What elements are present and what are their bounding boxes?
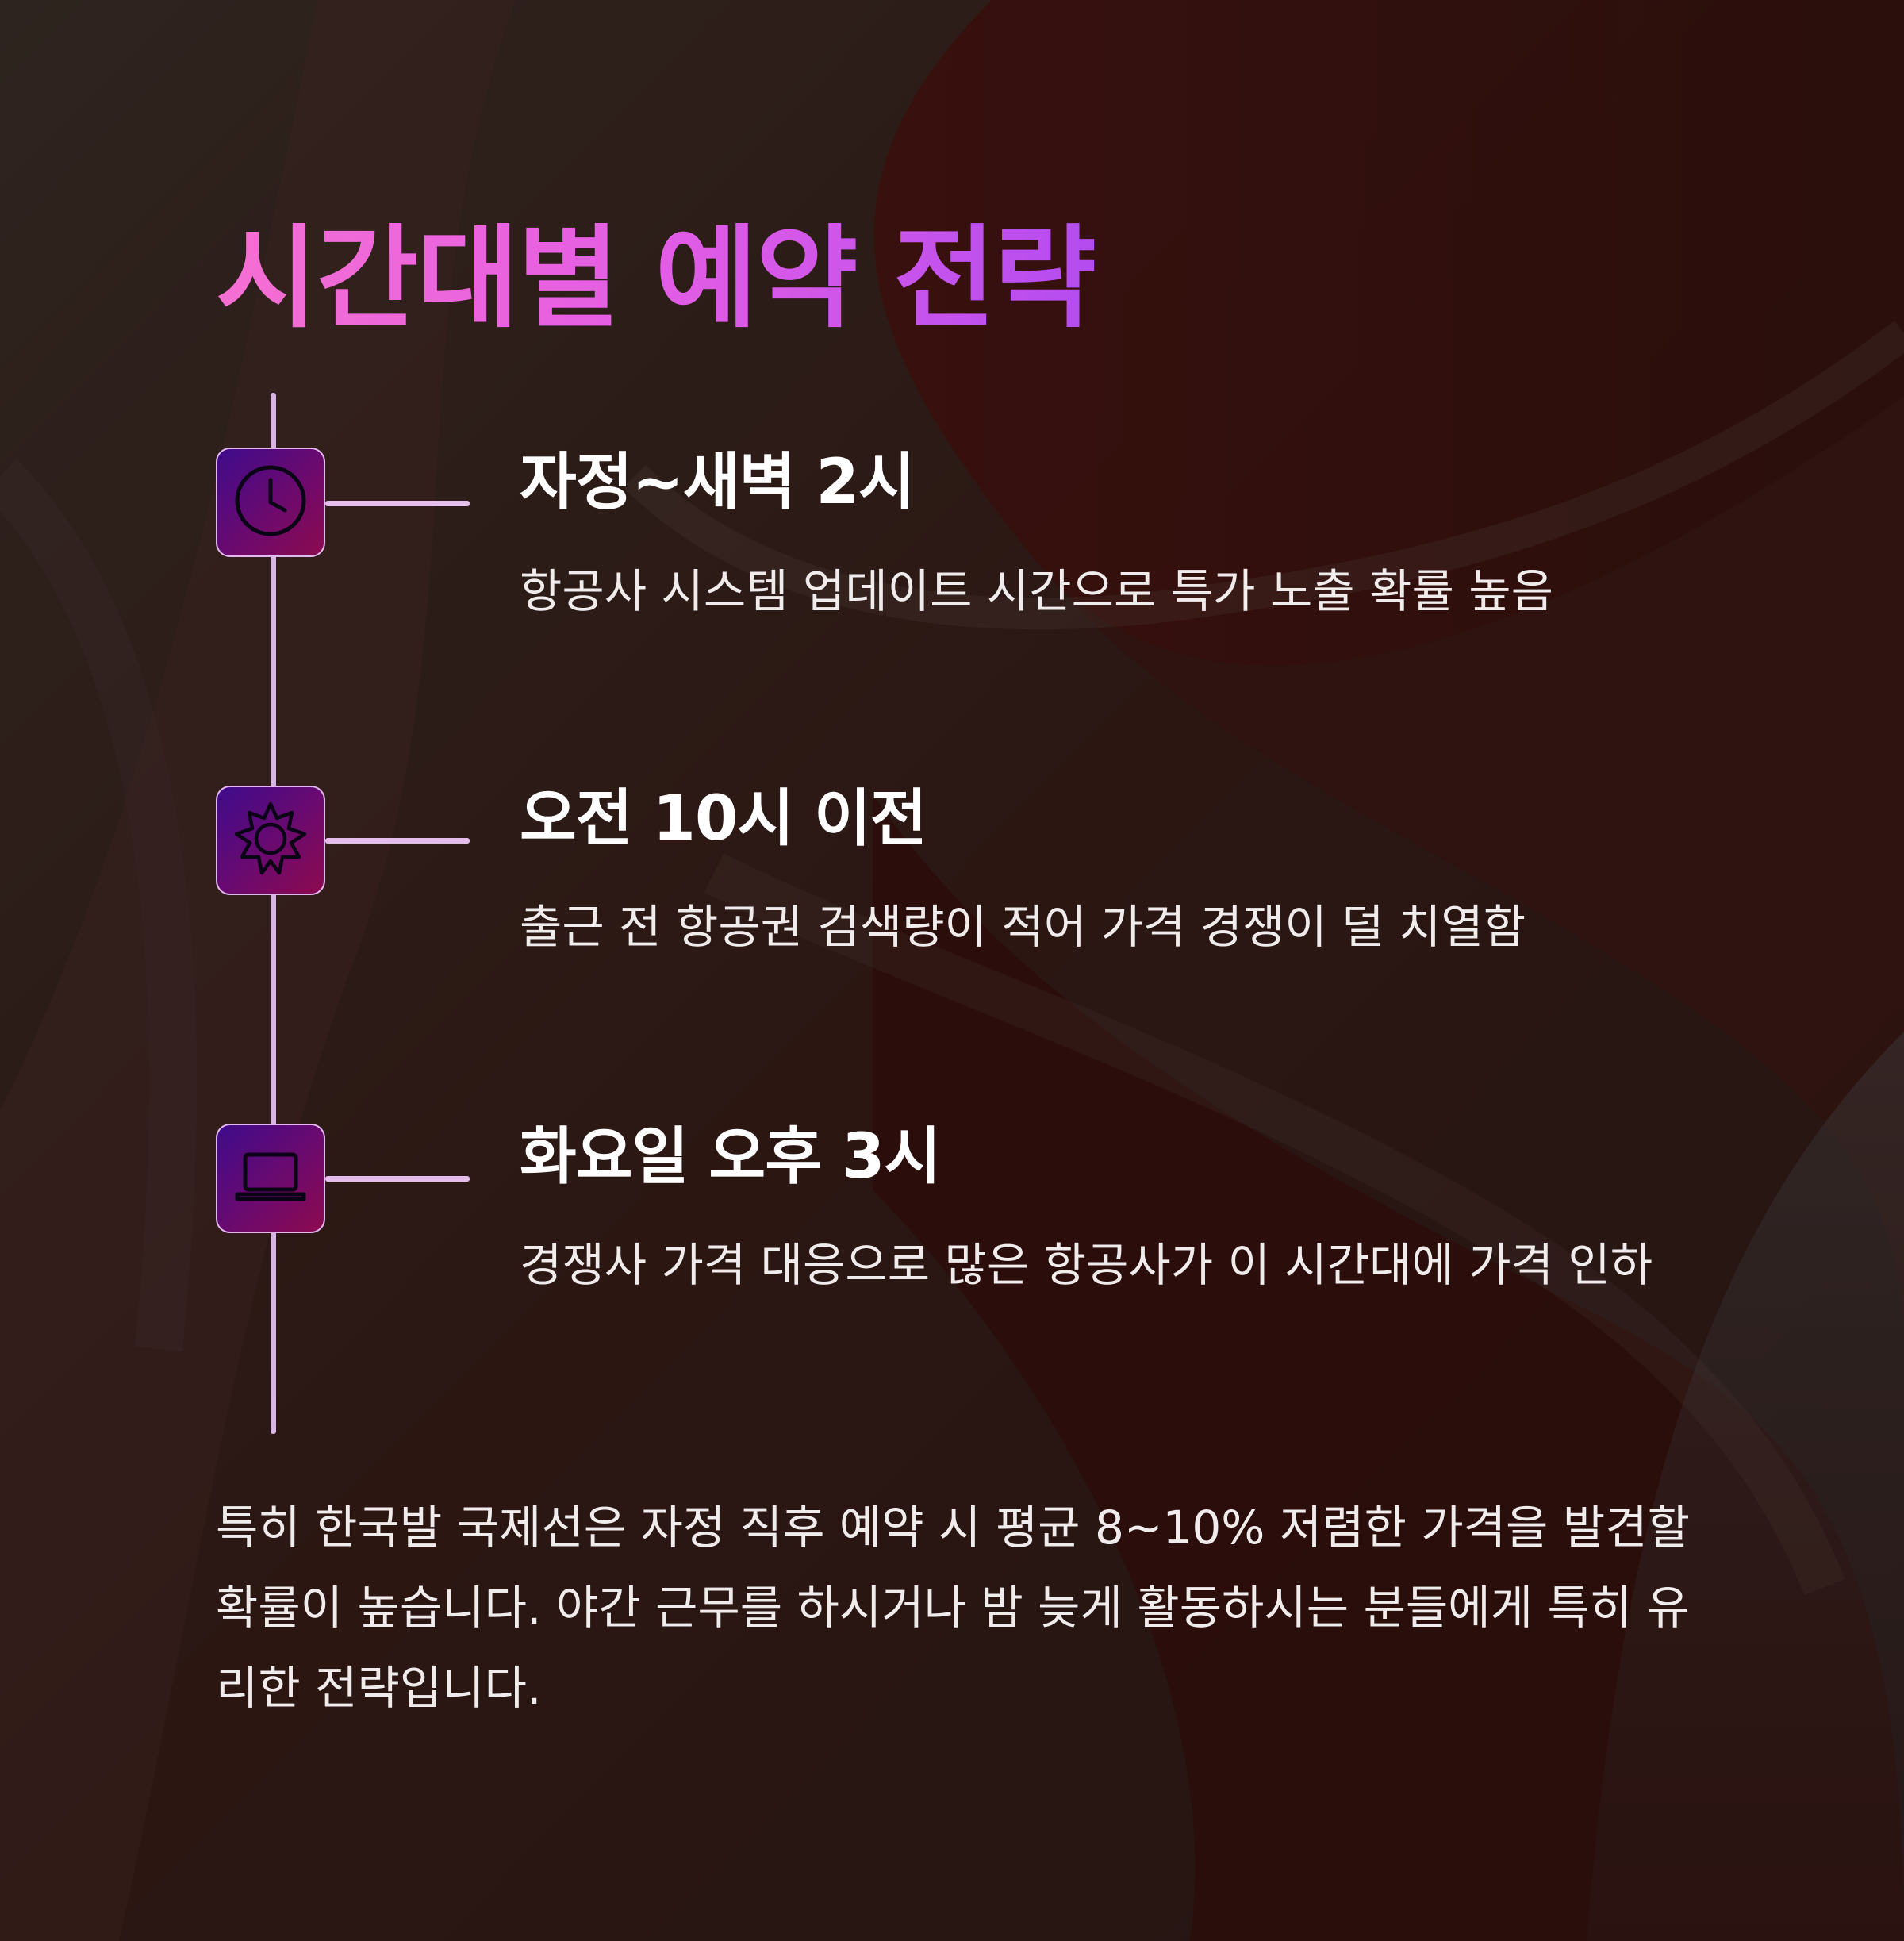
timeline-item-title: 화요일 오후 3시 bbox=[520, 1121, 941, 1193]
clock-icon-box bbox=[216, 448, 325, 557]
timeline-item-description: 항공사 시스템 업데이트 시간으로 특가 노출 확률 높음 bbox=[520, 564, 1553, 618]
timeline-line bbox=[271, 393, 276, 1434]
sun-icon bbox=[231, 799, 310, 882]
footer-paragraph: 특히 한국발 국제선은 자정 직후 예약 시 평균 8~10% 저렴한 가격을 … bbox=[216, 1501, 1690, 1715]
laptop-icon-box bbox=[216, 1124, 325, 1233]
laptop-icon bbox=[231, 1137, 310, 1220]
timeline-item-description: 출근 전 항공권 검색량이 적어 가격 경쟁이 덜 치열함 bbox=[520, 900, 1526, 954]
timeline-item-title: 오전 10시 이전 bbox=[520, 783, 927, 855]
timeline-connector bbox=[325, 1176, 470, 1182]
timeline-item-description: 경쟁사 가격 대응으로 많은 항공사가 이 시간대에 가격 인하 bbox=[520, 1238, 1653, 1292]
page-title: 시간대별 예약 전략 bbox=[216, 213, 1096, 346]
timeline-connector bbox=[325, 838, 470, 844]
clock-icon bbox=[231, 461, 310, 544]
timeline-item-title: 자정~새벽 2시 bbox=[520, 447, 916, 518]
sun-icon-box bbox=[216, 786, 325, 895]
timeline-connector bbox=[325, 501, 470, 506]
